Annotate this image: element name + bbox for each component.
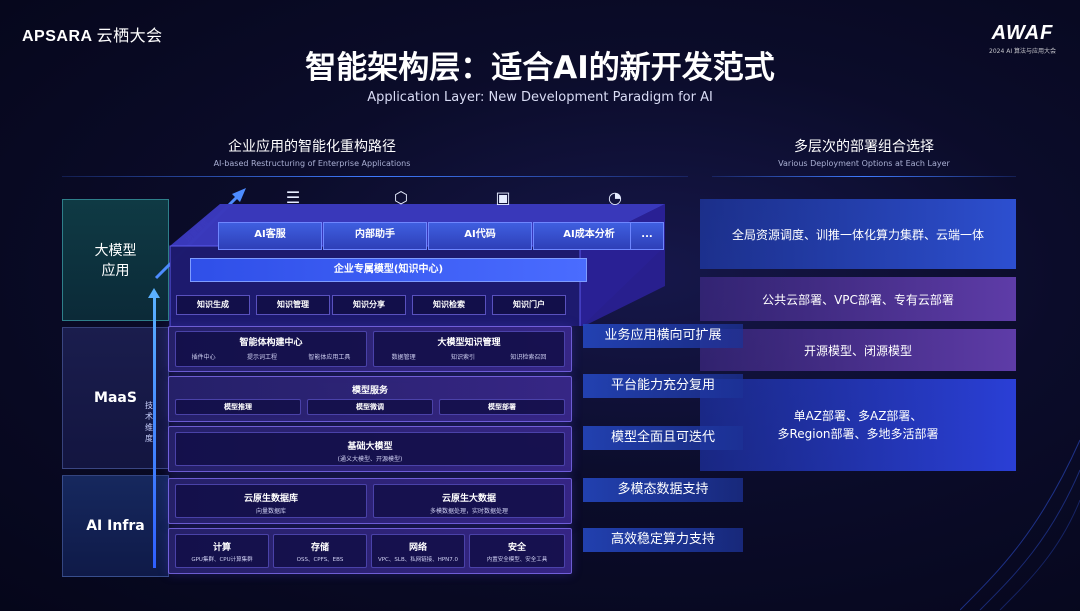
base-model-cell: 基础大模型 (通义大模型、开源模型) <box>175 432 565 466</box>
infra-storage-cell: 存储 OSS、CPFS、EBS <box>273 534 367 568</box>
awaf-logo: AWAF 2024 AI 算法与应用大会 <box>989 22 1056 55</box>
llm-knowledge-title: 大模型知识管理 <box>437 338 501 348</box>
left-section-header: 企业应用的智能化重构路径 AI-based Restructuring of E… <box>62 136 562 168</box>
cloud-bigdata-cell: 云原生大数据 多模数据处理，实时数据处理 <box>373 484 565 518</box>
model-service-title: 模型服务 <box>351 386 388 396</box>
awaf-logo-sub: 2024 AI 算法与应用大会 <box>989 48 1056 55</box>
tech-axis-label: 技术维度 <box>145 401 153 443</box>
model-inference-cell: 模型推理 <box>175 399 301 415</box>
app-tab-assistant: 内部助手 <box>323 222 427 250</box>
knowledge-item-data: 数据管理 <box>391 354 416 361</box>
cloud-db-title: 云原生数据库 <box>243 494 298 504</box>
infra-network-sub: VPC、SLB、私网链接、HPN7.0 <box>377 557 459 563</box>
page-title: 智能架构层：适合AI的新开发范式 <box>305 50 775 86</box>
infra-compute-sub: GPU集群、CPU计算集群 <box>191 557 253 563</box>
knowledge-chip-manage: 知识管理 <box>256 295 330 315</box>
knowledge-item-index: 知识索引 <box>450 354 475 361</box>
awaf-logo-text: AWAF <box>991 22 1054 44</box>
cloud-db-cell: 云原生数据库 向量数据库 <box>175 484 367 518</box>
chart-icon: ◔ <box>608 188 622 207</box>
decorative-waves <box>960 439 1080 611</box>
right-divider <box>712 176 1016 177</box>
lane-ai-infra: AI Infra <box>62 475 169 577</box>
tag-model-iterate: 模型全面且可迭代 <box>583 426 743 450</box>
model-finetune-cell: 模型微调 <box>307 399 433 415</box>
llm-knowledge-cell: 大模型知识管理 数据管理 知识索引 知识检索召回 <box>373 331 565 367</box>
infra-compute-cell: 计算 GPU集群、CPU计算集群 <box>175 534 269 568</box>
deploy-panel-models: 开源模型、闭源模型 <box>700 329 1016 371</box>
infra-compute-title: 计算 <box>212 543 231 553</box>
app-tab-ai-code: AI代码 <box>428 222 532 250</box>
brand-name: APSARA <box>22 28 93 45</box>
base-model-layer: 基础大模型 (通义大模型、开源模型) <box>168 426 572 472</box>
cloud-bigdata-title: 云原生大数据 <box>441 494 496 504</box>
cube-icon: ⬡ <box>394 188 408 207</box>
tech-axis-arrow <box>148 288 160 568</box>
page-subtitle: Application Layer: New Development Parad… <box>367 90 713 105</box>
deploy-panel-cloud: 公共云部署、VPC部署、专有云部署 <box>700 277 1016 321</box>
knowledge-item-recall: 知识检索召回 <box>510 354 547 361</box>
cloud-bigdata-sub: 多模数据处理，实时数据处理 <box>429 508 508 515</box>
infra-security-title: 安全 <box>507 543 526 553</box>
deploy-panel-az: 单AZ部署、多AZ部署、 多Region部署、多地多活部署 <box>700 379 1016 471</box>
infra-storage-title: 存储 <box>310 543 329 553</box>
knowledge-chip-share: 知识分享 <box>332 295 406 315</box>
knowledge-chip-portal: 知识门户 <box>492 295 566 315</box>
headset-icon: ☰ <box>285 188 301 207</box>
right-section-title: 多层次的部署组合选择 <box>794 139 934 155</box>
knowledge-chip-generate: 知识生成 <box>176 295 250 315</box>
right-section-subtitle: Various Deployment Options at Each Layer <box>778 159 950 168</box>
infra-network-cell: 网络 VPC、SLB、私网链接、HPN7.0 <box>371 534 465 568</box>
right-section-header: 多层次的部署组合选择 Various Deployment Options at… <box>712 136 1016 168</box>
left-section-subtitle: AI-based Restructuring of Enterprise App… <box>213 159 411 168</box>
infra-layer: 计算 GPU集群、CPU计算集群 存储 OSS、CPFS、EBS 网络 VPC、… <box>168 528 572 574</box>
base-model-sub: (通义大模型、开源模型) <box>337 456 403 463</box>
left-section-title: 企业应用的智能化重构路径 <box>228 139 396 155</box>
agent-layer: 智能体构建中心 插件中心 提示词工程 智能体应用工具 大模型知识管理 数据管理 … <box>168 326 572 372</box>
agent-item-tools: 智能体应用工具 <box>308 354 351 361</box>
agent-item-prompt: 提示词工程 <box>246 354 277 361</box>
tag-multimodal-data: 多模态数据支持 <box>583 478 743 502</box>
data-layer: 云原生数据库 向量数据库 云原生大数据 多模数据处理，实时数据处理 <box>168 478 572 524</box>
base-model-title: 基础大模型 <box>347 442 393 452</box>
infra-security-cell: 安全 内置安全模型、安全工具 <box>469 534 565 568</box>
knowledge-chip-search: 知识检索 <box>412 295 486 315</box>
lane-llm-apps: 大模型 应用 <box>62 199 169 321</box>
app-tab-cost-analysis: AI成本分析 <box>533 222 645 250</box>
model-service-layer: 模型服务 模型推理 模型微调 模型部署 <box>168 376 572 422</box>
model-deploy-cell: 模型部署 <box>439 399 565 415</box>
left-divider <box>62 176 688 177</box>
code-icon: ▣ <box>495 188 511 207</box>
tag-horizontal-scale: 业务应用横向可扩展 <box>583 324 743 348</box>
infra-security-sub: 内置安全模型、安全工具 <box>486 557 548 563</box>
infra-network-title: 网络 <box>408 543 427 553</box>
agent-builder-title: 智能体构建中心 <box>239 338 303 348</box>
deploy-panel-resources: 全局资源调度、训推一体化算力集群、云端一体 <box>700 199 1016 269</box>
cloud-db-sub: 向量数据库 <box>255 508 286 515</box>
knowledge-center-bar: 企业专属模型(知识中心) <box>190 258 587 282</box>
infra-storage-sub: OSS、CPFS、EBS <box>296 557 344 563</box>
agent-builder-cell: 智能体构建中心 插件中心 提示词工程 智能体应用工具 <box>175 331 367 367</box>
tag-compute-support: 高效稳定算力支持 <box>583 528 743 552</box>
app-tab-more: ... <box>630 222 664 250</box>
tag-platform-reuse: 平台能力充分复用 <box>583 374 743 398</box>
brand-name-cn: 云栖大会 <box>96 28 163 45</box>
app-tab-ai-service: AI客服 <box>218 222 322 250</box>
agent-item-plugin: 插件中心 <box>191 354 216 361</box>
